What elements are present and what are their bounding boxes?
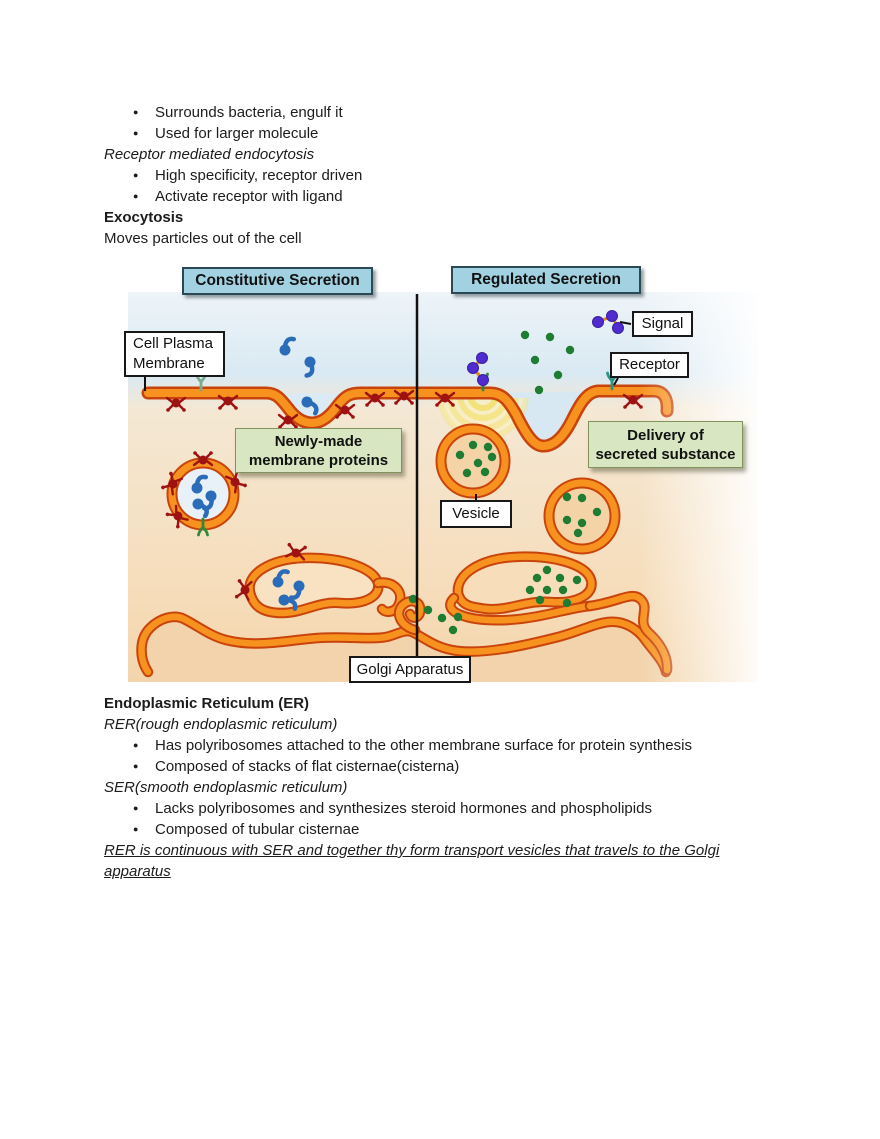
note-text: High specificity, receptor driven [155,167,363,184]
bullet-item: ● Surrounds bacteria, engulf it [104,102,764,123]
note-heading: Exocytosis [104,209,184,226]
bullet-item: ● Lacks polyribosomes and synthesizes ste… [104,798,764,819]
note-text: Activate receptor with ligand [155,188,343,205]
signal-label-connector [619,321,632,325]
regulated-secretion-header: Regulated Secretion [451,266,641,294]
note-text: Composed of tubular cisternae [155,821,360,838]
note-text: Lacks polyribosomes and synthesizes ster… [155,800,652,817]
note-text: Used for larger molecule [155,125,319,142]
bullet-marker: ● [133,170,139,180]
signal-molecules [467,310,624,386]
bullet-marker: ● [133,191,139,201]
constitutive-secretion-header: Constitutive Secretion [182,267,373,295]
note-text: Has polyribosomes attached to the other … [155,737,692,754]
signal-label: Signal [632,311,693,337]
transport-vesicle-left [159,450,249,537]
bullet-marker: ● [133,824,139,834]
notes-top: ● Surrounds bacteria, engulf it ● Used for… [104,102,764,249]
note-text: Composed of stacks of flat cisternae(cis… [155,758,460,775]
receptor-label-connector [613,377,619,386]
delivery-of-secreted-substance-label: Delivery of secreted substance [588,421,743,468]
note-conclusion: RER is continuous with SER and together … [104,842,720,880]
cell-plasma-membrane-label: Cell Plasma Membrane [124,331,225,377]
note-text: Surrounds bacteria, engulf it [155,104,343,121]
bullet-marker: ● [133,107,139,117]
secretory-vesicle-middle [435,423,511,499]
bullet-marker: ● [133,803,139,813]
note-text: Moves particles out of the cell [104,230,302,247]
golgi-apparatus-label: Golgi Apparatus [349,656,471,683]
bullet-marker: ● [133,128,139,138]
bullet-item: ● Used for larger molecule [104,123,764,144]
notes-bottom: Endoplasmic Reticulum (ER) RER(rough end… [104,693,764,882]
bullet-item: ● High specificity, receptor driven [104,165,764,186]
vesicle-label: Vesicle [440,500,512,528]
note-heading: Endoplasmic Reticulum (ER) [104,695,310,712]
note-heading: RER(rough endoplasmic reticulum) [104,716,338,733]
bullet-item: ● Composed of tubular cisternae [104,819,764,840]
newly-made-membrane-proteins-label: Newly-made membrane proteins [235,428,402,473]
bullet-item: ● Composed of stacks of flat cisternae(ci… [104,756,764,777]
note-heading: Receptor mediated endocytosis [104,146,315,163]
bullet-item: ● Has polyribosomes attached to the other… [104,735,764,756]
bullet-item: ● Activate receptor with ligand [104,186,764,207]
receptor-label: Receptor [610,352,689,378]
secretory-vesicle-right [543,477,621,555]
bullet-marker: ● [133,761,139,771]
bullet-marker: ● [133,740,139,750]
note-heading: SER(smooth endoplasmic reticulum) [104,779,348,796]
